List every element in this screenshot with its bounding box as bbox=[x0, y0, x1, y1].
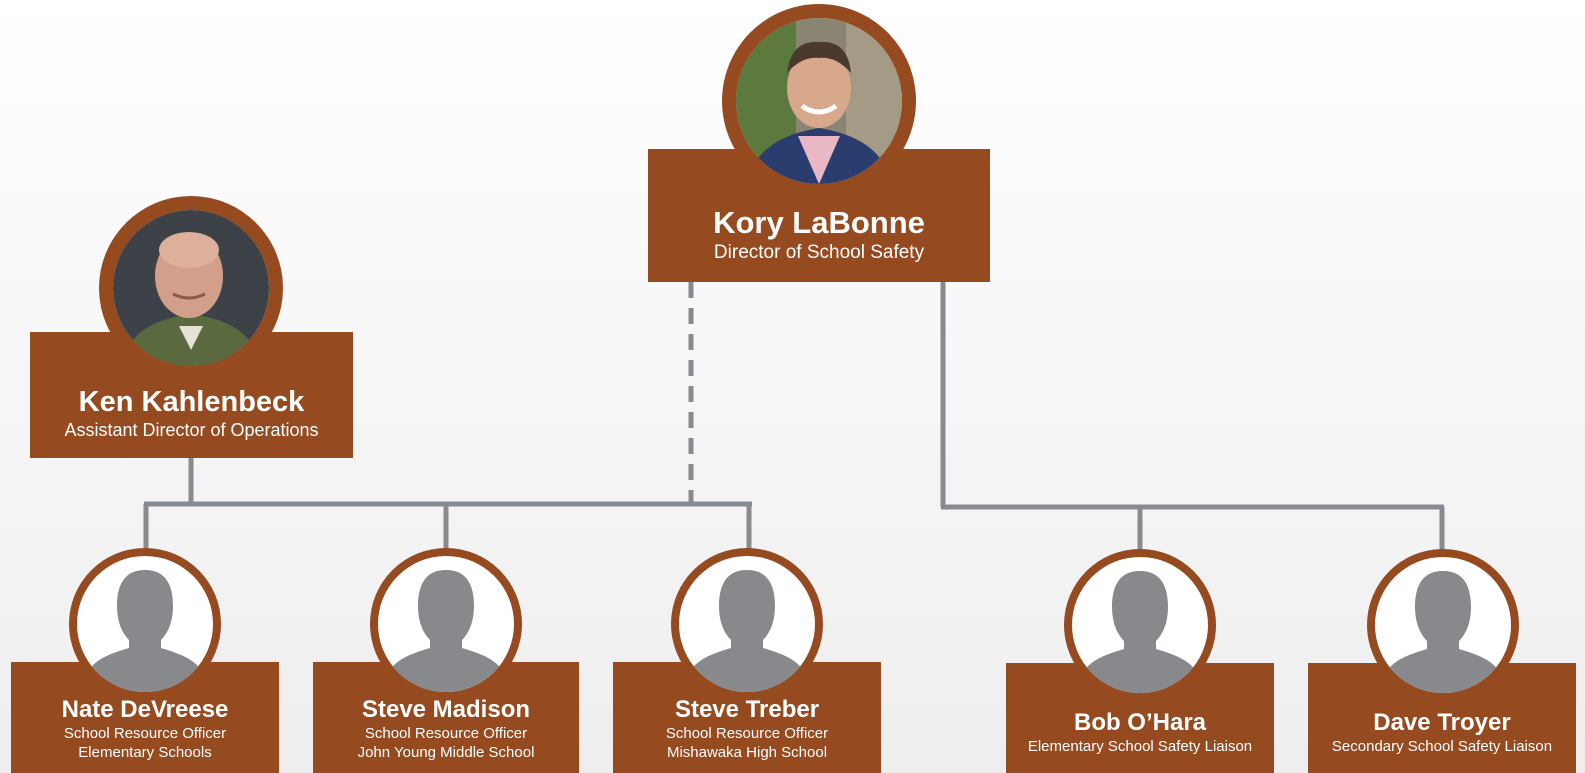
director-name: Kory LaBonne bbox=[713, 205, 925, 240]
director-title: Director of School Safety bbox=[713, 242, 925, 263]
officer-1-avatar bbox=[69, 548, 221, 700]
person-silhouette-icon bbox=[1082, 571, 1198, 693]
officer-3-title: School Resource Officer bbox=[665, 725, 829, 742]
assistant-name: Ken Kahlenbeck bbox=[78, 386, 305, 418]
officer-1-school: Elementary Schools bbox=[78, 744, 212, 761]
assistant-title: Assistant Director of Operations bbox=[64, 420, 319, 440]
officer-3-avatar bbox=[671, 548, 823, 700]
officer-1-title: School Resource Officer bbox=[63, 725, 227, 742]
officer-1-name: Nate DeVreese bbox=[61, 696, 229, 723]
liaison-box-2: Dave Troyer Secondary School Safety Liai… bbox=[1308, 663, 1576, 773]
officer-2-title: School Resource Officer bbox=[364, 725, 528, 742]
liaison-1-avatar bbox=[1064, 549, 1216, 701]
officer-2-school: John Young Middle School bbox=[357, 744, 535, 761]
person-silhouette-icon bbox=[87, 570, 203, 692]
officer-2-name: Steve Madison bbox=[361, 696, 531, 723]
person-photo bbox=[736, 18, 902, 184]
officer-2-avatar bbox=[370, 548, 522, 700]
liaison-2-title: Secondary School Safety Liaison bbox=[1331, 738, 1553, 755]
officer-3-school: Mishawaka High School bbox=[666, 744, 828, 761]
person-silhouette-icon bbox=[388, 570, 504, 692]
assistant-avatar bbox=[99, 196, 283, 380]
officer-3-name: Steve Treber bbox=[674, 696, 820, 723]
person-silhouette-icon bbox=[689, 570, 805, 692]
liaison-1-title: Elementary School Safety Liaison bbox=[1027, 738, 1253, 755]
officer-box-1: Nate DeVreese School Resource Officer El… bbox=[11, 662, 279, 773]
liaison-2-avatar bbox=[1367, 549, 1519, 701]
director-avatar bbox=[722, 4, 916, 198]
person-photo bbox=[113, 210, 269, 366]
liaison-1-name: Bob O’Hara bbox=[1073, 709, 1207, 736]
person-silhouette-icon bbox=[1385, 571, 1501, 693]
liaison-2-name: Dave Troyer bbox=[1373, 709, 1511, 736]
